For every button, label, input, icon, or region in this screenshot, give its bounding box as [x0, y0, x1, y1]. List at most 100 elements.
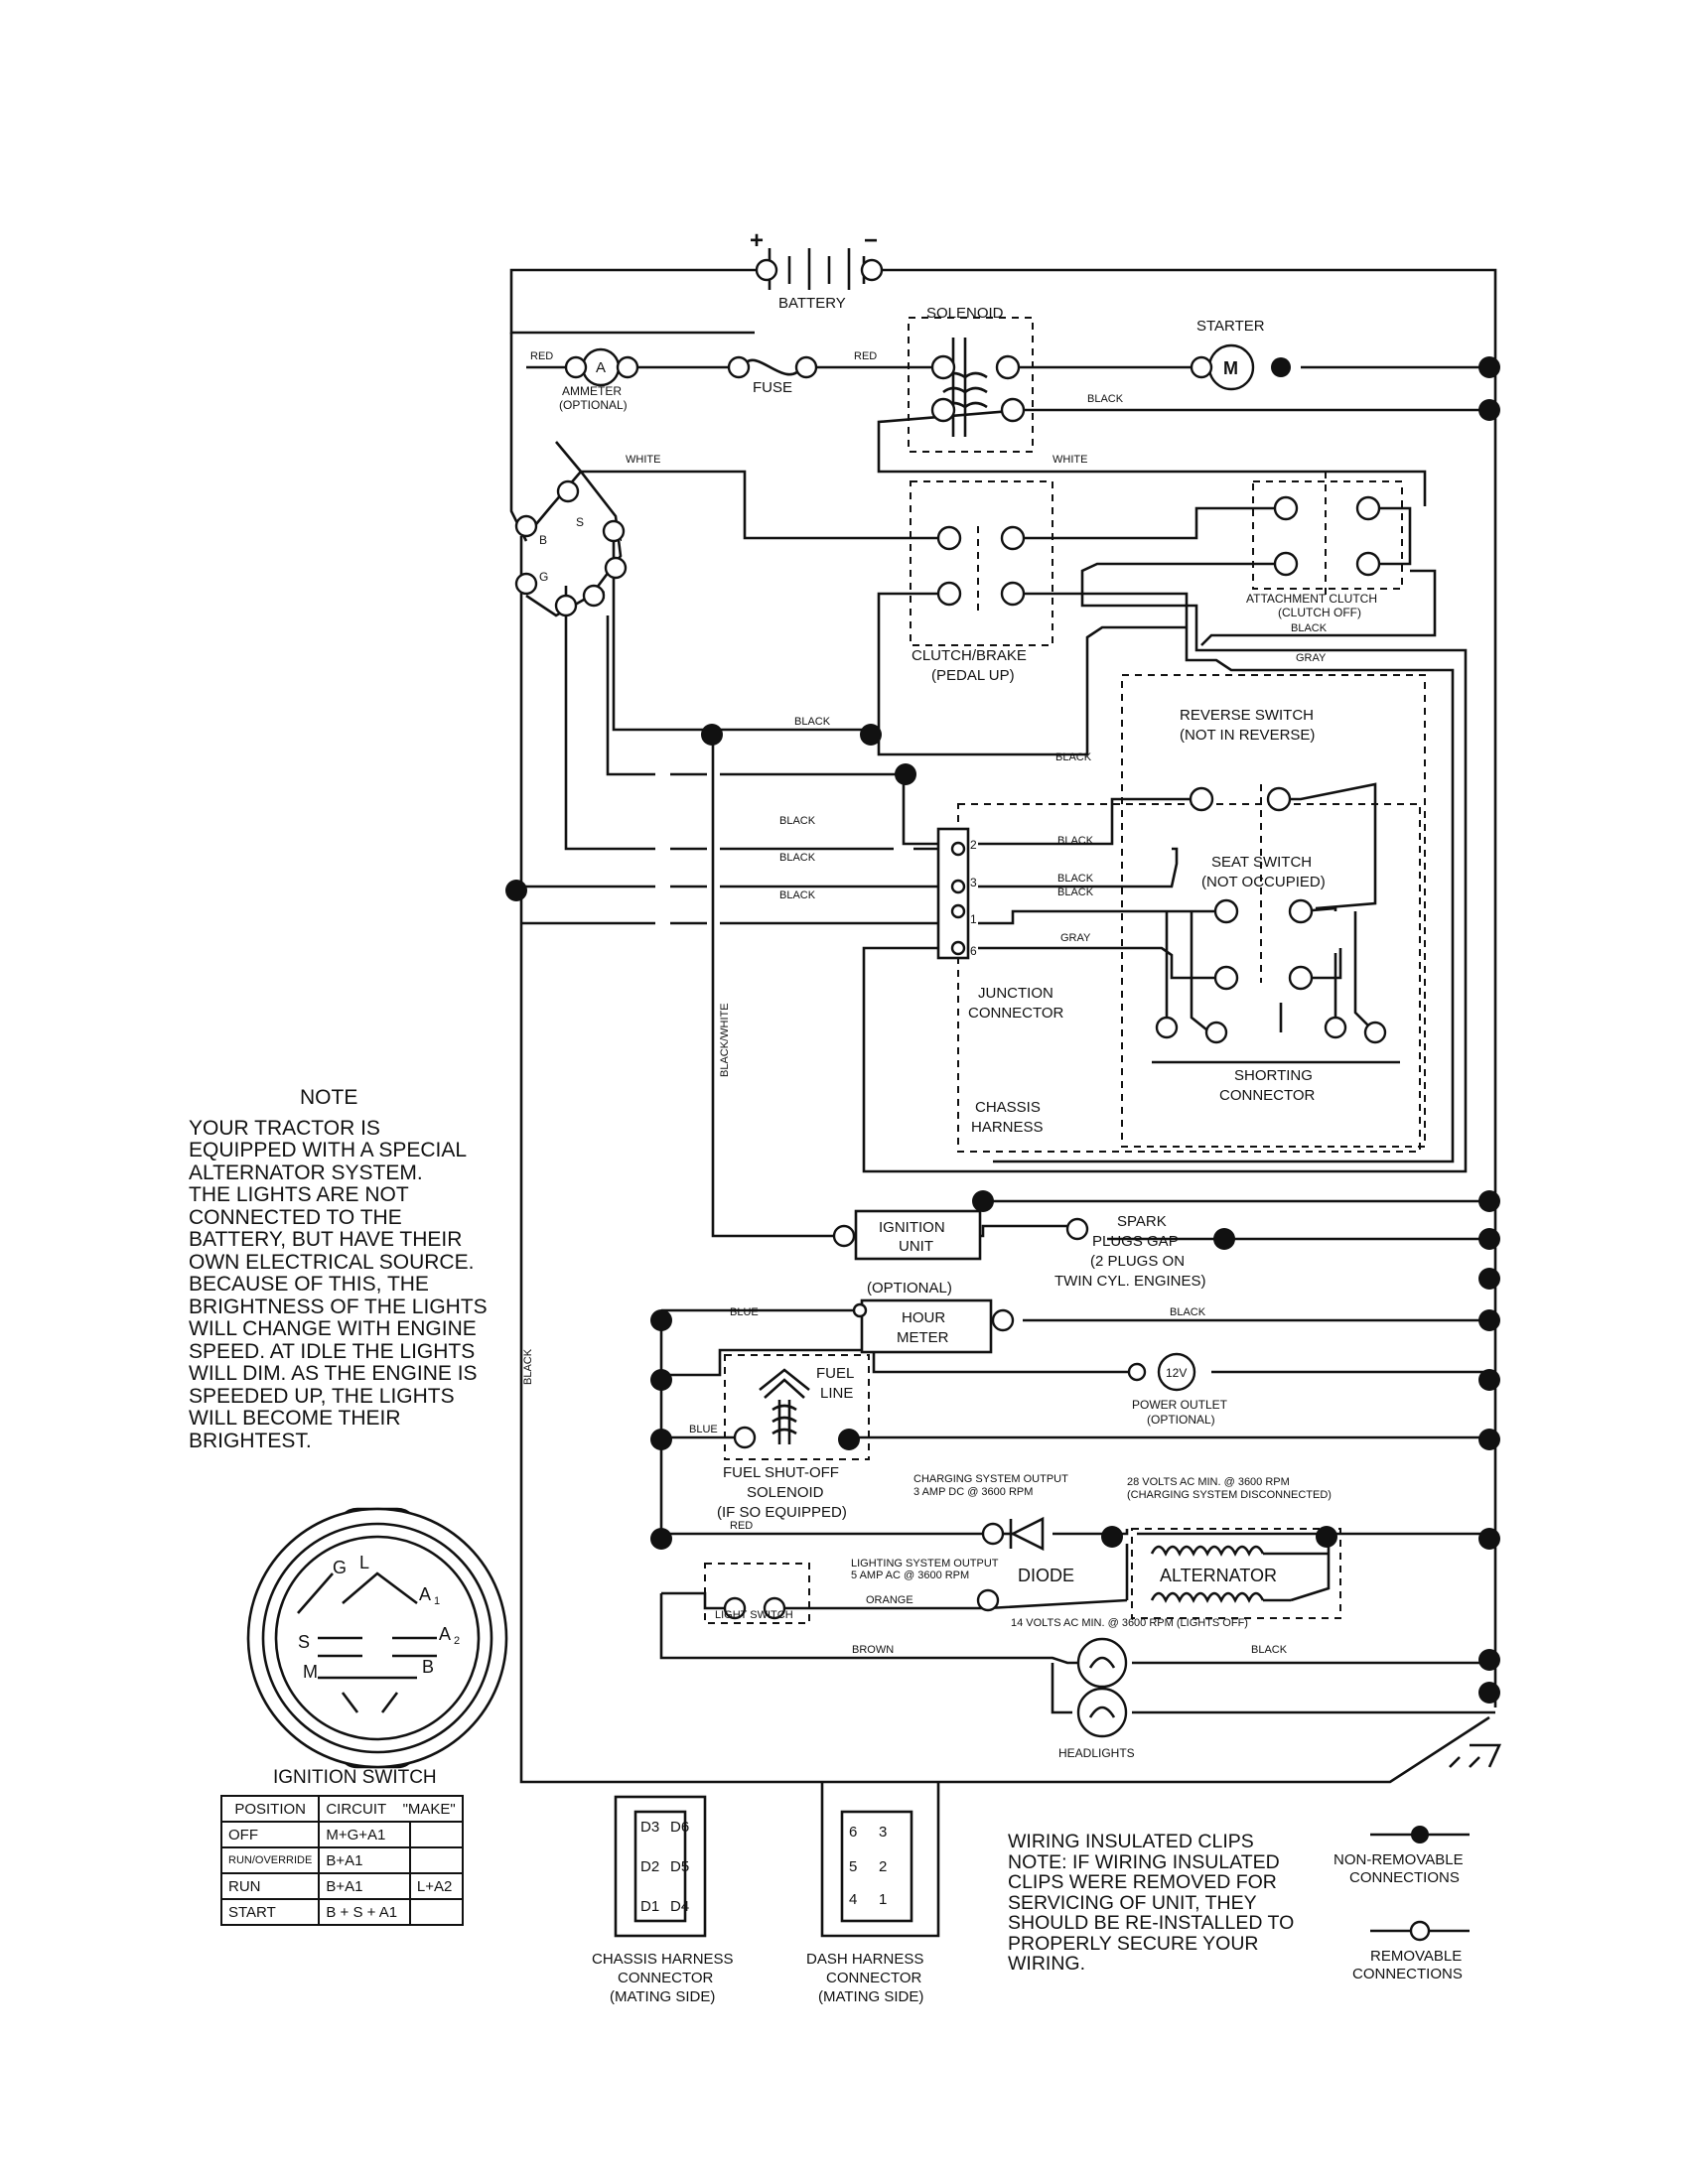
lighting-output-label-2: 5 AMP AC @ 3600 RPM: [851, 1570, 969, 1581]
dash-connector-caption-1: DASH HARNESS: [806, 1951, 923, 1968]
wiring-clips-note: WIRING INSULATED CLIPS NOTE: IF WIRING I…: [1008, 1831, 1295, 1975]
legend-non-removable-1: NON-REMOVABLE: [1333, 1851, 1464, 1868]
terminal-b-label: B: [539, 533, 547, 547]
ignition-switch-face: G L A 1 A 2 S M B: [246, 1507, 508, 1769]
power-outlet-symbol: 12V: [1166, 1366, 1187, 1380]
wire-label-red: RED: [530, 350, 553, 362]
wire-label-black: BLACK: [779, 852, 816, 864]
chassis-pin-d6: D6: [670, 1819, 689, 1836]
wire-label-gray: GRAY: [1296, 652, 1327, 664]
chassis-pin-d5: D5: [670, 1858, 689, 1875]
battery-plus-label: +: [750, 227, 764, 254]
power-outlet-optional-label: (OPTIONAL): [1147, 1413, 1215, 1427]
wire-label-blue: BLUE: [730, 1306, 759, 1318]
wire-label-black: BLACK: [779, 815, 816, 827]
table-row: START B + S + A1: [219, 1898, 464, 1926]
ammeter-letter: A: [596, 359, 606, 376]
terminal-g-label: G: [539, 570, 548, 584]
hour-meter-label-2: METER: [897, 1329, 949, 1346]
switch-face-a2: A: [439, 1624, 451, 1644]
table-header-row: POSITION CIRCUIT "MAKE": [219, 1795, 464, 1823]
table-cell-circuit: M+G+A1: [318, 1821, 411, 1848]
reverse-switch-label: REVERSE SWITCH: [1180, 707, 1314, 724]
wire-label-black: BLACK: [1057, 835, 1094, 847]
dash-connector-caption-2: CONNECTOR: [826, 1970, 922, 1986]
note-body: YOUR TRACTOR IS EQUIPPED WITH A SPECIAL …: [189, 1116, 488, 1452]
wire-label-black: BLACK: [779, 889, 816, 901]
dash-pin-3: 3: [879, 1824, 887, 1841]
switch-face-l: L: [359, 1553, 369, 1572]
volts28-label-1: 28 VOLTS AC MIN. @ 3600 RPM: [1127, 1476, 1290, 1488]
table-cell-position: RUN/OVERRIDE: [219, 1846, 321, 1874]
dash-pin-2: 2: [879, 1858, 887, 1875]
note-title: NOTE: [300, 1086, 358, 1109]
diode-label: DIODE: [1018, 1566, 1074, 1585]
junction-connector-label-1: JUNCTION: [978, 985, 1053, 1002]
attachment-clutch-sub-label: (CLUTCH OFF): [1278, 606, 1361, 619]
clutch-brake-sub-label: (PEDAL UP): [931, 667, 1015, 684]
ammeter-label: AMMETER: [562, 384, 622, 398]
junction-pin-6: 6: [970, 944, 977, 958]
table-row: RUN B+A1 L+A2: [219, 1872, 464, 1900]
table-cell-circuit: B+A1: [318, 1846, 411, 1874]
reverse-switch-sub-label: (NOT IN REVERSE): [1180, 727, 1315, 744]
chassis-harness-connector: D3 D6 D2 D5 D1 D4 CHASSIS HARNESS CONNEC…: [592, 1795, 734, 2005]
legend-removable-2: CONNECTIONS: [1352, 1966, 1463, 1982]
wire-label-blue: BLUE: [689, 1424, 718, 1435]
dash-pin-1: 1: [879, 1891, 887, 1908]
wire-label-black-white: BLACK/WHITE: [719, 1003, 731, 1077]
power-outlet-label: POWER OUTLET: [1132, 1398, 1228, 1412]
table-cell-circuit: B + S + A1: [318, 1898, 411, 1926]
hour-meter-label-1: HOUR: [902, 1309, 945, 1326]
dashed-boundaries: [704, 317, 1426, 1624]
chassis-pin-d2: D2: [640, 1858, 659, 1875]
fuse-symbol: FUSE: [741, 358, 804, 396]
fuel-solenoid-label-2: SOLENOID: [747, 1484, 824, 1501]
junction-pin-2: 2: [970, 838, 977, 852]
wire-label-white: WHITE: [1052, 454, 1087, 466]
ignition-unit-label-2: UNIT: [899, 1238, 933, 1255]
wire-label-black: BLACK: [1087, 393, 1124, 405]
table-cell-circuit: B+A1: [318, 1872, 411, 1900]
switch-face-a2-sub: 2: [454, 1635, 460, 1647]
wires: [509, 268, 1502, 1784]
attachment-clutch-label: ATTACHMENT CLUTCH: [1246, 592, 1377, 606]
chassis-harness-label-2: HARNESS: [971, 1119, 1044, 1136]
table-cell-extra: [408, 1846, 464, 1874]
wire-label-black: BLACK: [522, 1348, 534, 1385]
starter-symbol: M STARTER: [1196, 318, 1265, 391]
table-cell-position: RUN: [219, 1872, 321, 1900]
dash-pin-6: 6: [849, 1824, 857, 1841]
removable-connections: [514, 258, 1387, 1620]
wire-label-red: RED: [730, 1520, 753, 1532]
switch-face-m: M: [303, 1662, 318, 1682]
table-cell-extra: [408, 1821, 464, 1848]
table-header-circuit: CIRCUIT "MAKE": [318, 1795, 464, 1823]
chassis-connector-caption-3: (MATING SIDE): [610, 1988, 715, 2005]
ignition-switch-table: POSITION CIRCUIT "MAKE" OFF M+G+A1 RUN/O…: [219, 1795, 464, 1926]
table-row: OFF M+G+A1: [219, 1821, 464, 1848]
fuel-line-label-2: LINE: [820, 1385, 853, 1402]
switch-face-s: S: [298, 1632, 310, 1652]
diode-symbol: DIODE: [1009, 1516, 1074, 1585]
chassis-connector-caption-1: CHASSIS HARNESS: [592, 1951, 734, 1968]
chassis-harness-label-1: CHASSIS: [975, 1099, 1041, 1116]
seat-switch-label: SEAT SWITCH: [1211, 854, 1312, 871]
ignition-unit-label-1: IGNITION: [879, 1219, 945, 1236]
hour-meter-optional-label: (OPTIONAL): [867, 1280, 952, 1297]
volts28-label-2: (CHARGING SYSTEM DISCONNECTED): [1127, 1489, 1332, 1501]
solenoid-label: SOLENOID: [926, 305, 1004, 322]
solenoid-symbol: SOLENOID: [926, 305, 1004, 437]
wire-label-black: BLACK: [1251, 1644, 1288, 1656]
volts14-label: 14 VOLTS AC MIN. @ 3600 RPM (LIGHTS OFF): [1011, 1617, 1248, 1629]
fuel-line-label-1: FUEL: [816, 1365, 854, 1382]
wire-label-red: RED: [854, 350, 877, 362]
wire-label-black: BLACK: [1170, 1306, 1206, 1318]
battery-minus-label: −: [864, 227, 878, 254]
spark-plugs-label-3: (2 PLUGS ON: [1090, 1253, 1185, 1270]
spark-plugs-label-2: PLUGS GAP: [1092, 1233, 1179, 1250]
legend-non-removable-2: CONNECTIONS: [1349, 1869, 1460, 1886]
seat-switch-sub-label: (NOT OCCUPIED): [1201, 874, 1326, 890]
alternator-label: ALTERNATOR: [1160, 1566, 1277, 1585]
spark-plugs-label-1: SPARK: [1117, 1213, 1167, 1230]
